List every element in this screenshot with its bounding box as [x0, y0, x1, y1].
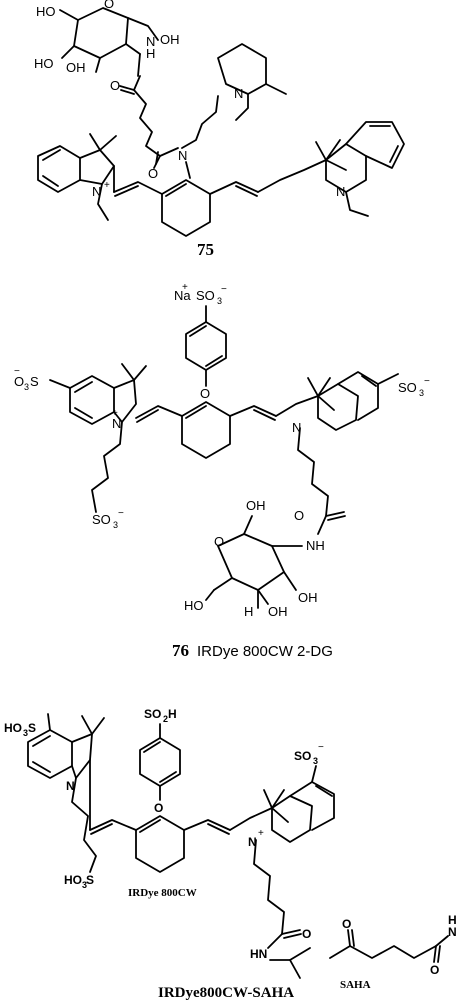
- atom-o-amide: O: [294, 508, 304, 523]
- atom-n-left: N: [92, 184, 101, 199]
- atom-o3s-left-s: S: [30, 374, 39, 389]
- atom-so3-right-sub: 3: [313, 756, 318, 766]
- left-indole-saha: [27, 713, 105, 873]
- atom-ho: HO: [36, 4, 56, 19]
- atom-o3s-left: O: [14, 374, 24, 389]
- atom-so3-right: SO: [294, 749, 311, 763]
- atom-ho3s-chain-s: S: [86, 873, 94, 887]
- phenoxy-ring-saha: [139, 723, 181, 801]
- phenoxy-ring-76: [185, 305, 227, 387]
- atom-so3-top-sub: 3: [217, 296, 222, 306]
- atom-so3-top: SO: [196, 288, 215, 303]
- label-saha: SAHA: [340, 979, 371, 991]
- atom-ho3s-left-sub: 3: [23, 728, 28, 738]
- atom-n-right: N: [248, 835, 257, 849]
- atom-o-ether: O: [200, 386, 210, 401]
- atom-o3s-left-minus: −: [14, 366, 20, 377]
- atom-n-right: N: [292, 420, 301, 435]
- atom-n-right: N: [336, 184, 345, 199]
- atom-ho3s-chain-sub: 3: [82, 880, 87, 890]
- atom-so3-right: SO: [398, 380, 417, 395]
- compound-76: Na + SO 3 − O: [14, 282, 430, 660]
- atom-nh: NH: [306, 538, 325, 553]
- atom-hn: HN: [250, 947, 267, 961]
- atom-so3-chain: SO: [92, 512, 111, 527]
- sugar-ring-76: [205, 515, 303, 609]
- atom-nh: N: [146, 34, 155, 49]
- atom-h-low: H: [244, 604, 253, 619]
- atom-ho3s-left-s: S: [28, 721, 36, 735]
- atom-so3-chain-minus: −: [118, 508, 124, 519]
- atom-so3-chain-sub: 3: [113, 520, 118, 530]
- compound-number-76: 76: [172, 641, 189, 660]
- atom-o-amide: O: [302, 927, 311, 941]
- atom-o-hydroxamic: O: [430, 963, 439, 977]
- atom-ho3s-chain: HO: [64, 873, 82, 887]
- compound-75: HO O N H OH HO OH O O N N: [34, 0, 405, 259]
- atom-ho3s-left: HO: [4, 721, 22, 735]
- compound-name-saha: IRDye800CW-SAHA: [158, 985, 294, 1000]
- atom-o-ring: O: [214, 534, 224, 549]
- sugar-ring-75: [59, 7, 159, 77]
- left-indole-76: [49, 363, 147, 513]
- atom-so3-right-minus: −: [318, 742, 324, 753]
- right-indole-76: [275, 371, 399, 535]
- atom-ho-side: HO: [184, 598, 204, 613]
- atom-o-amide2: O: [148, 166, 158, 181]
- label-irdye-800cw: IRDye 800CW: [128, 887, 197, 899]
- core-ring-saha: [89, 815, 231, 873]
- left-indole-75: [37, 133, 117, 221]
- piperidine-75: [217, 43, 287, 121]
- atom-n-left: N: [112, 416, 121, 431]
- atom-so2h: SO: [144, 707, 161, 721]
- atom-nh-h: H: [146, 46, 155, 61]
- atom-o-ether: O: [154, 801, 163, 815]
- atom-h-hydroxamic: H: [448, 913, 457, 927]
- atom-o3s-left-sub: 3: [24, 382, 29, 392]
- atom-o-amide1: O: [110, 78, 120, 93]
- atom-oh-r2: OH: [268, 604, 288, 619]
- core-ring-75: [113, 179, 259, 237]
- atom-n-left-plus: +: [112, 408, 118, 419]
- compound-number-75: 75: [197, 240, 214, 259]
- atom-o-saha: O: [342, 917, 351, 931]
- atom-oh-anomer: OH: [160, 32, 180, 47]
- atom-n-left: N: [66, 779, 75, 793]
- atom-plus: +: [104, 180, 110, 191]
- right-indole-saha: [229, 765, 335, 949]
- compound-saha: SO 2 H O HO: [4, 707, 457, 1000]
- atom-n-hydroxamic: N: [448, 925, 457, 939]
- atom-oh-r1: OH: [298, 590, 318, 605]
- aniline-ring-saha: [269, 947, 311, 979]
- atom-o-ring: O: [104, 0, 114, 11]
- compound-name-76: IRDye 800CW 2-DG: [197, 643, 333, 660]
- atom-oh-left: OH: [66, 60, 86, 75]
- linker-chain-75: [119, 75, 219, 179]
- saha-chain: [329, 929, 449, 963]
- atom-na: Na: [174, 288, 191, 303]
- atom-n-amide2: N: [178, 148, 187, 163]
- atom-so2h-h: H: [168, 707, 177, 721]
- atom-n-right-plus: +: [258, 828, 264, 839]
- atom-so3-top-minus: −: [221, 284, 227, 295]
- atom-n-pip: N: [234, 86, 243, 101]
- atom-na-plus: +: [182, 282, 188, 293]
- atom-ho-left: HO: [34, 56, 54, 71]
- atom-so2h-sub: 2: [163, 714, 168, 724]
- atom-so3-right-minus: −: [424, 376, 430, 387]
- atom-so3-right-sub: 3: [419, 388, 424, 398]
- right-indole-75: [257, 121, 405, 217]
- atom-oh-top: OH: [246, 498, 266, 513]
- core-ring-76: [135, 401, 277, 459]
